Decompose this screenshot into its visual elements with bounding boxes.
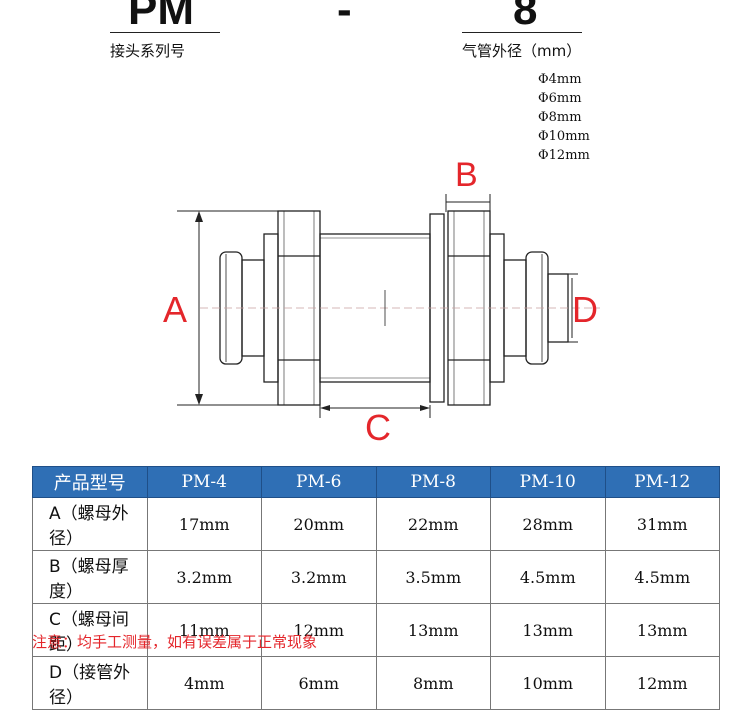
column-header: PM-10 xyxy=(490,466,606,498)
table-cell: 11mm xyxy=(146,603,262,657)
table-cell: 4mm xyxy=(146,656,262,710)
table-cell: 4.5mm xyxy=(604,550,720,604)
table-cell: 17mm xyxy=(146,497,262,551)
dim-label-c: C xyxy=(365,407,391,448)
size-caption: 气管外径（mm） xyxy=(462,42,582,60)
table-cell: 8mm xyxy=(375,656,491,710)
table-cell: 10mm xyxy=(490,656,606,710)
series-underline xyxy=(110,32,220,33)
table-cell: 13mm xyxy=(604,603,720,657)
table-row: A（螺母外径） 17mm 20mm 22mm 28mm 31mm xyxy=(32,497,720,551)
dim-label-a: A xyxy=(163,289,187,330)
size-option: Φ12mm xyxy=(538,148,590,163)
row-label: D（接管外径） xyxy=(32,656,148,710)
dash-separator: - xyxy=(337,0,352,34)
series-code: PM xyxy=(128,0,194,34)
table-cell: 3.2mm xyxy=(261,550,377,604)
table-cell: 6mm xyxy=(261,656,377,710)
size-code: 8 xyxy=(513,0,538,34)
column-header: PM-12 xyxy=(604,466,720,498)
size-option: Φ4mm xyxy=(538,72,582,87)
measurement-note: 注意：均手工测量，如有误差属于正常现象 xyxy=(32,633,318,651)
series-caption: 接头系列号 xyxy=(110,42,186,60)
table-cell: 28mm xyxy=(490,497,606,551)
column-header: PM-4 xyxy=(146,466,262,498)
table-row: C（螺母间距） 11mm 12mm 13mm 13mm 13mm xyxy=(32,603,720,657)
table-cell: 12mm xyxy=(261,603,377,657)
spec-table: 产品型号 PM-4 PM-6 PM-8 PM-10 PM-12 A（螺母外径） … xyxy=(32,466,720,710)
table-cell: 12mm xyxy=(604,656,720,710)
column-header: 产品型号 xyxy=(32,466,148,498)
size-option: Φ6mm xyxy=(538,91,582,106)
table-cell: 22mm xyxy=(375,497,491,551)
dim-label-d: D xyxy=(572,289,598,330)
size-underline xyxy=(462,32,582,33)
table-cell: 13mm xyxy=(375,603,491,657)
column-header: PM-8 xyxy=(375,466,491,498)
dim-label-b: B xyxy=(455,156,478,194)
row-label: A（螺母外径） xyxy=(32,497,148,551)
fitting-drawing: A B C D xyxy=(163,156,600,448)
table-cell: 20mm xyxy=(261,497,377,551)
table-cell: 3.2mm xyxy=(146,550,262,604)
table-row: B（螺母厚度） 3.2mm 3.2mm 3.5mm 4.5mm 4.5mm xyxy=(32,550,720,604)
row-label: B（螺母厚度） xyxy=(32,550,148,604)
size-option: Φ10mm xyxy=(538,129,590,144)
table-row: D（接管外径） 4mm 6mm 8mm 10mm 12mm xyxy=(32,656,720,710)
size-options-list: Φ4mm Φ6mm Φ8mm Φ10mm Φ12mm xyxy=(538,70,590,165)
table-cell: 3.5mm xyxy=(375,550,491,604)
column-header: PM-6 xyxy=(261,466,377,498)
table-cell: 13mm xyxy=(490,603,606,657)
size-option: Φ8mm xyxy=(538,110,582,125)
table-cell: 4.5mm xyxy=(490,550,606,604)
table-cell: 31mm xyxy=(604,497,720,551)
table-header-row: 产品型号 PM-4 PM-6 PM-8 PM-10 PM-12 xyxy=(32,466,720,498)
